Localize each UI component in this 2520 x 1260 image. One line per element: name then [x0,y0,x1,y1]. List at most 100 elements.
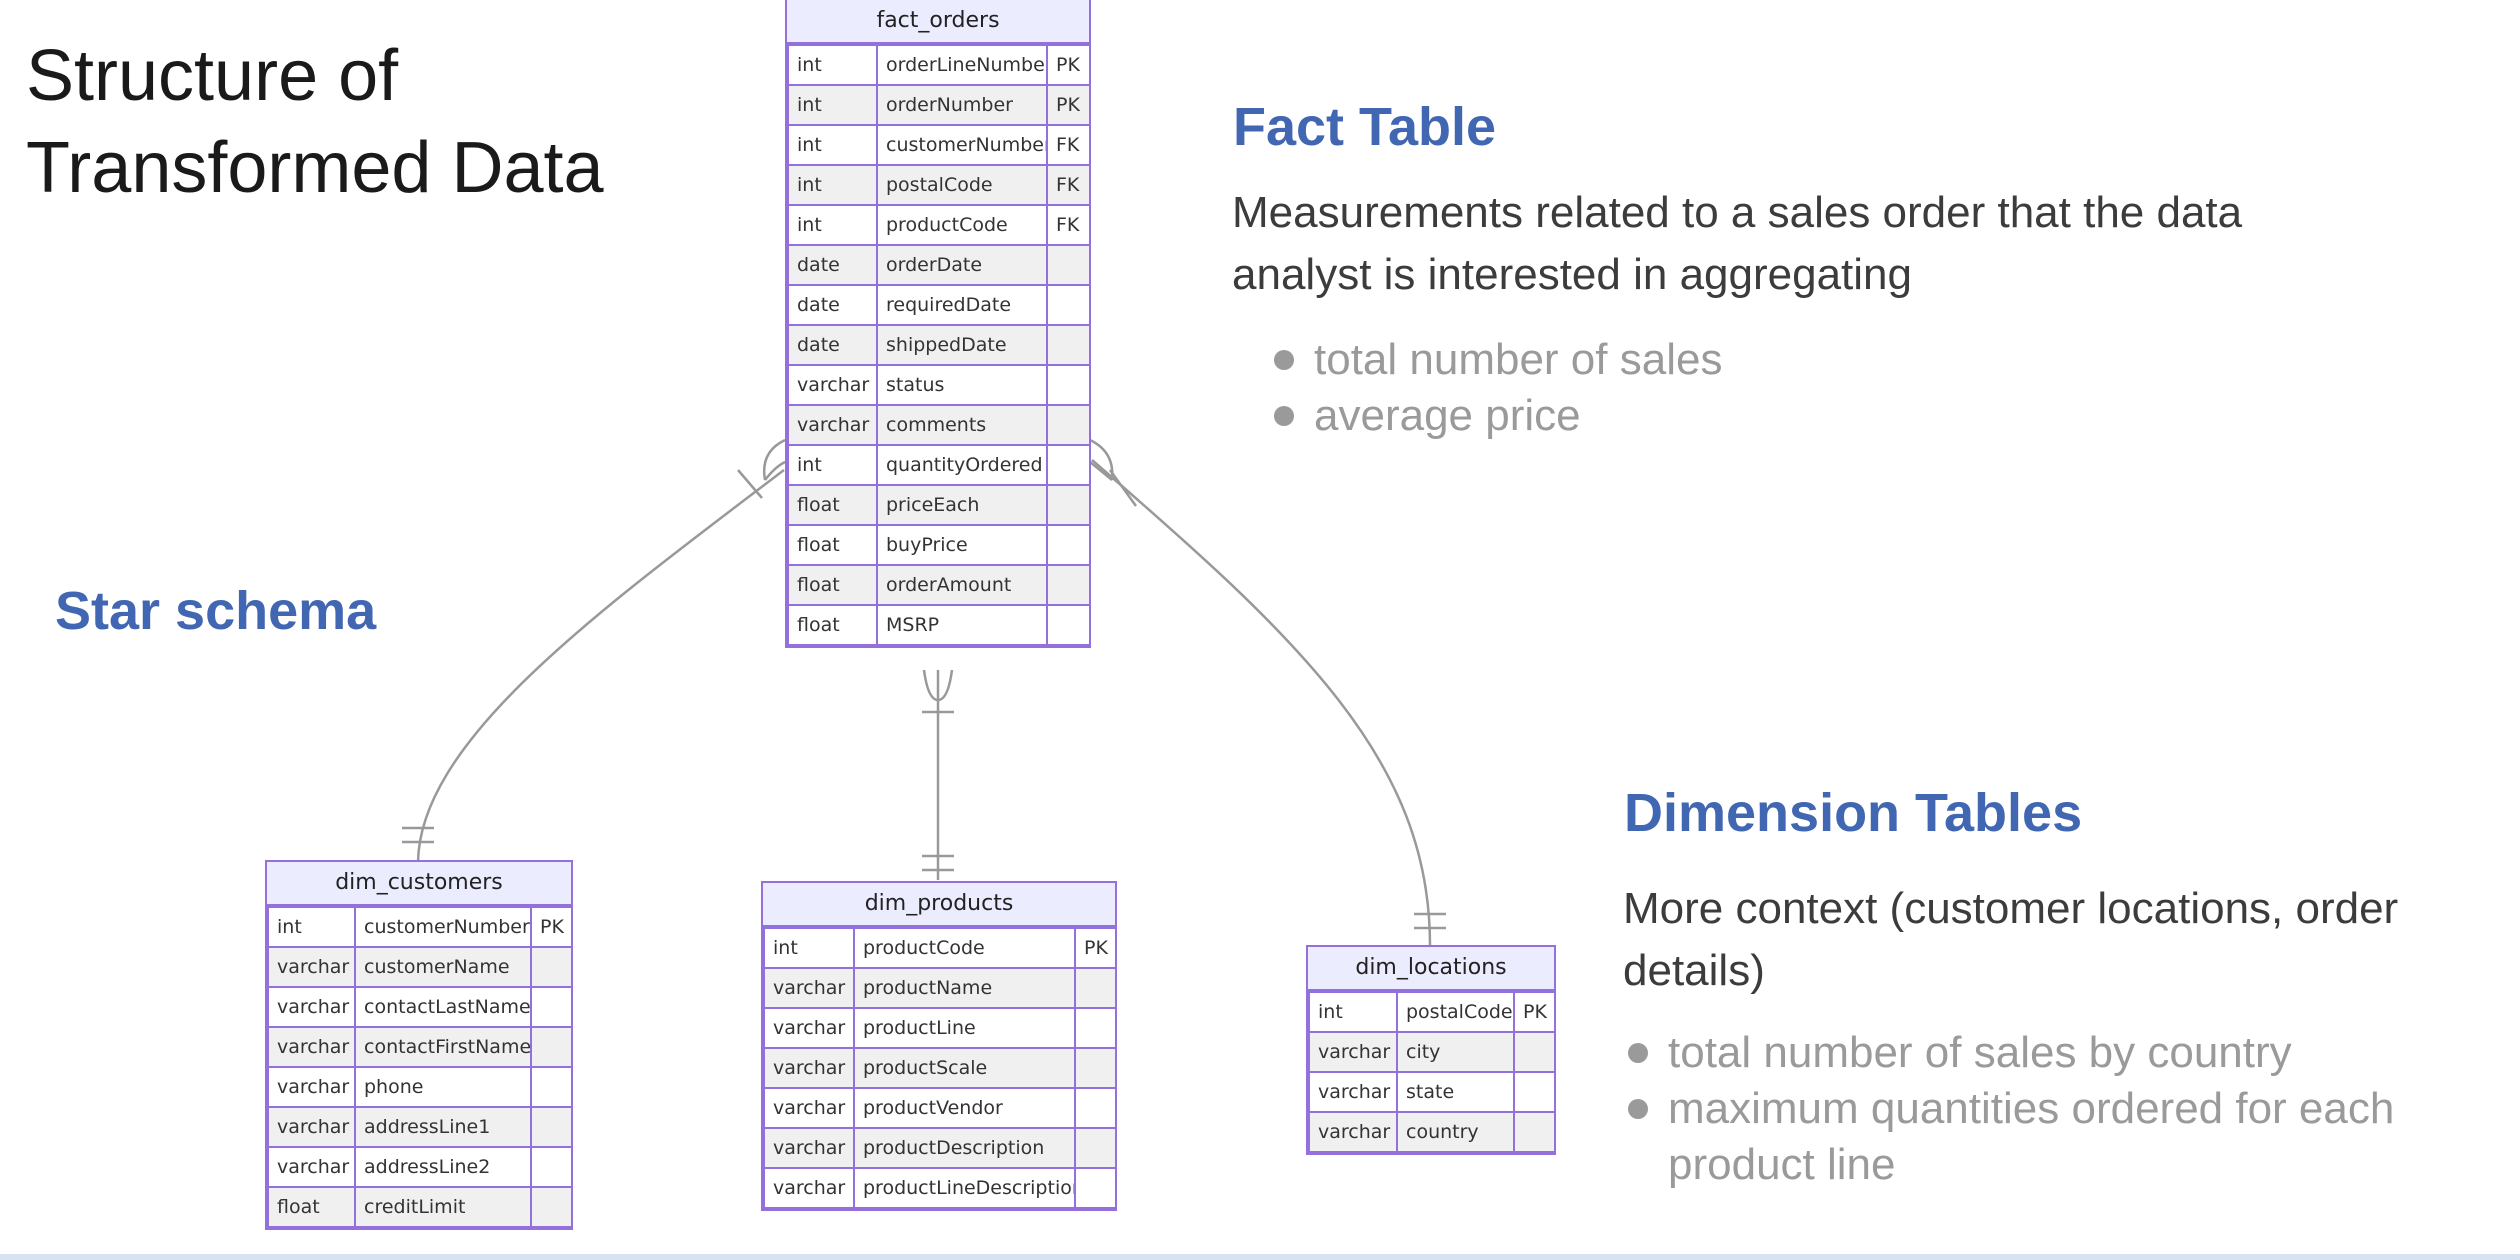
attribute-key: FK [1046,204,1091,246]
attribute-type: varchar [267,986,356,1028]
attribute-type: varchar [267,1106,356,1148]
attribute-key: PK [1046,44,1091,86]
attribute-key: PK [530,906,573,948]
attribute-key [1074,1007,1117,1049]
attribute-key [1074,1167,1117,1209]
crowfoot-customers [762,438,786,481]
fact-table-bullets: total number of sales average price [1270,332,1722,444]
attribute-key [1046,444,1091,486]
attribute-key [1513,1111,1556,1153]
dimension-tables-bullets: total number of sales by country maximum… [1624,1025,2484,1193]
attribute-key: PK [1046,84,1091,126]
attribute-type: varchar [1308,1031,1398,1073]
attribute-type: varchar [763,1127,855,1169]
attribute-key [530,946,573,988]
attribute-key: PK [1074,927,1117,969]
dimension-bullet: maximum quantities ordered for each prod… [1624,1081,2484,1193]
attribute-key [530,1026,573,1068]
attribute-name: orderLineNumber [876,44,1048,86]
attribute-key [1046,604,1091,646]
attribute-type: date [787,244,878,286]
attribute-type: int [787,84,878,126]
attribute-name: addressLine2 [354,1146,532,1188]
attribute-key [1046,484,1091,526]
bottom-rule [0,1254,2520,1260]
attribute-type: varchar [763,1167,855,1209]
attribute-key [1046,364,1091,406]
crowfoot-locations [1089,438,1114,481]
attribute-type: varchar [267,1026,356,1068]
attribute-key [1046,404,1091,446]
attribute-type: float [787,524,878,566]
attribute-type: varchar [787,364,878,406]
attribute-name: country [1396,1111,1515,1153]
attribute-key: FK [1046,164,1091,206]
attribute-type: int [787,124,878,166]
attribute-type: varchar [267,946,356,988]
attribute-name: productVendor [853,1087,1076,1129]
attribute-key [530,1066,573,1108]
attribute-type: varchar [763,1087,855,1129]
attribute-name: status [876,364,1048,406]
relationship-line-customers [416,469,785,863]
fact-bullet: average price [1270,388,1722,444]
attribute-name: customerName [354,946,532,988]
star-schema-label: Star schema [55,581,377,641]
attribute-type: varchar [1308,1071,1398,1113]
attribute-key [1074,967,1117,1009]
entity-title: dim_locations [1308,947,1554,991]
attribute-type: date [787,324,878,366]
attribute-name: contactFirstName [354,1026,532,1068]
attribute-name: postalCode [876,164,1048,206]
attribute-type: int [787,44,878,86]
attribute-key: FK [1046,124,1091,166]
attribute-name: productName [853,967,1076,1009]
attribute-type: int [1308,991,1398,1033]
dimension-tables-heading: Dimension Tables [1624,783,2083,843]
attribute-key [1074,1127,1117,1169]
attribute-type: varchar [267,1146,356,1188]
one-mark-customers [402,469,763,844]
attribute-type: date [787,284,878,326]
attribute-name: buyPrice [876,524,1048,566]
attribute-name: addressLine1 [354,1106,532,1148]
attribute-name: MSRP [876,604,1048,646]
attribute-type: float [787,564,878,606]
attribute-type: varchar [763,967,855,1009]
attribute-name: shippedDate [876,324,1048,366]
attribute-type: varchar [787,404,878,446]
attribute-key [1513,1031,1556,1073]
attribute-name: customerNumber [354,906,532,948]
attribute-name: productLine [853,1007,1076,1049]
attribute-type: varchar [1308,1111,1398,1153]
attribute-key [1046,244,1091,286]
